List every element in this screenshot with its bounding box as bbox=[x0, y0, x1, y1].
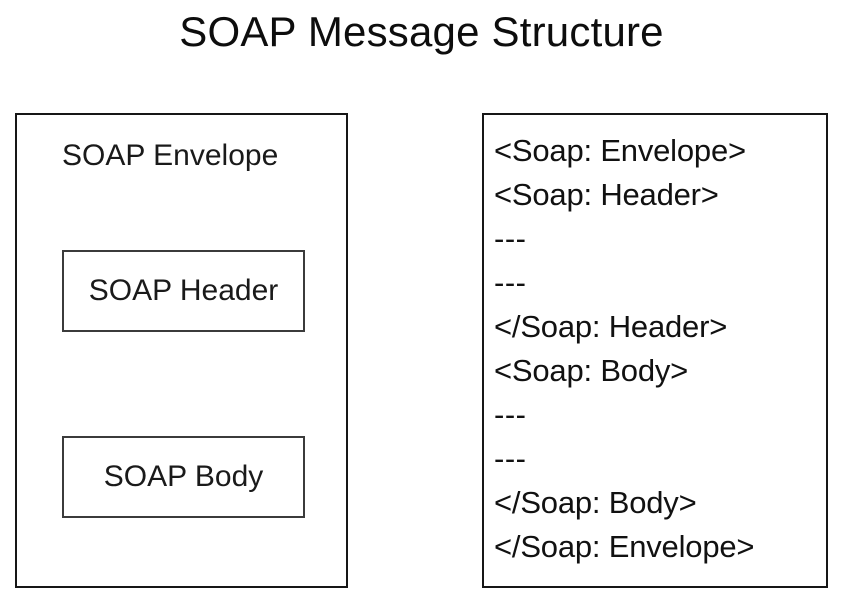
xml-line: --- bbox=[494, 265, 527, 300]
xml-line: </Soap: Body> bbox=[494, 485, 697, 520]
xml-line: <Soap: Body> bbox=[494, 353, 689, 388]
soap-envelope-box: SOAP Envelope SOAP Header SOAP Body bbox=[15, 113, 348, 588]
xml-line: </Soap: Header> bbox=[494, 309, 728, 344]
xml-line: --- bbox=[494, 221, 527, 256]
soap-header-box: SOAP Header bbox=[62, 250, 305, 332]
soap-header-label: SOAP Header bbox=[88, 274, 279, 307]
soap-body-box: SOAP Body bbox=[62, 436, 305, 518]
soap-envelope-label: SOAP Envelope bbox=[62, 139, 279, 172]
xml-line: <Soap: Envelope> bbox=[494, 133, 746, 168]
xml-line: </Soap: Envelope> bbox=[494, 529, 755, 564]
soap-body-label: SOAP Body bbox=[103, 460, 264, 493]
xml-line: --- bbox=[494, 441, 527, 476]
xml-line: <Soap: Header> bbox=[494, 177, 719, 212]
soap-xml-listing-box: <Soap: Envelope> <Soap: Header> --- --- … bbox=[482, 113, 828, 588]
xml-line: --- bbox=[494, 397, 527, 432]
page-title: SOAP Message Structure bbox=[179, 8, 664, 55]
